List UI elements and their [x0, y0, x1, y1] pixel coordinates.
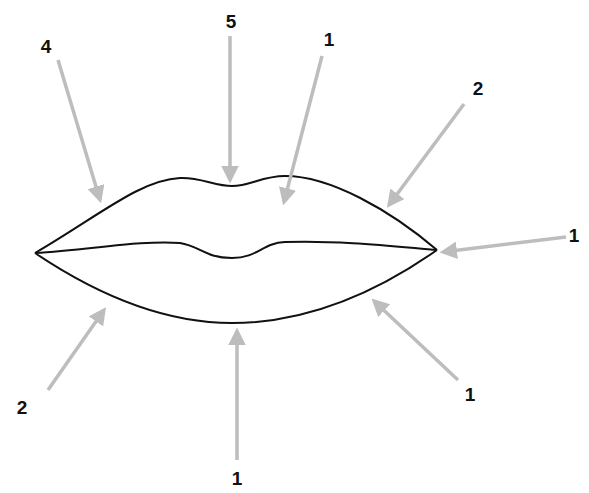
- callout-number: 1: [569, 226, 580, 245]
- leader-arrow: [443, 237, 566, 252]
- callout-number: 2: [473, 79, 484, 98]
- leader-arrow: [374, 301, 458, 380]
- callout-number: 1: [232, 469, 243, 488]
- callout-number: 2: [17, 398, 28, 417]
- leader-arrow: [235, 331, 239, 460]
- leader-arrow: [284, 56, 322, 202]
- lower-lip: [35, 250, 437, 323]
- leader-arrow: [228, 36, 232, 180]
- callout-number: 1: [324, 30, 335, 49]
- callout-number: 5: [226, 12, 237, 31]
- mouth-line: [35, 242, 437, 258]
- leader-arrow: [58, 60, 100, 200]
- callout-number: 1: [465, 385, 476, 404]
- callout-number: 4: [41, 37, 52, 56]
- leader-arrow: [389, 104, 464, 205]
- leader-arrow: [48, 310, 104, 390]
